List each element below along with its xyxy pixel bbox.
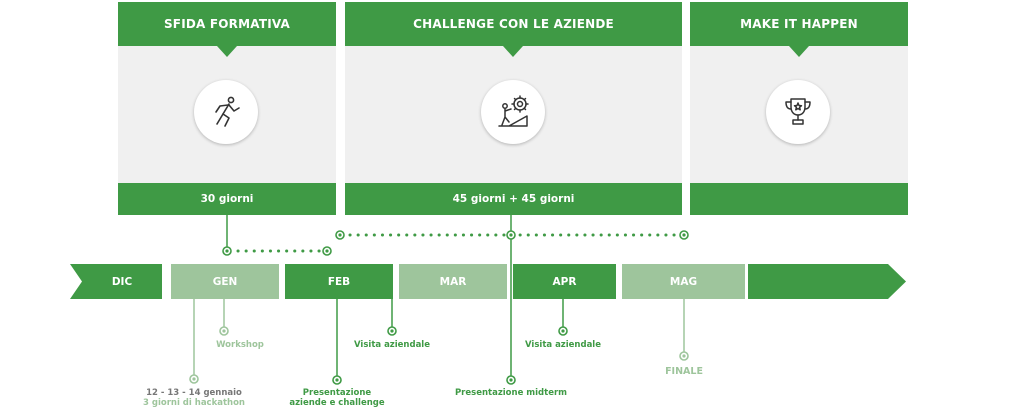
connector-node-center <box>325 249 329 253</box>
event-hackathon-dates: 12 - 13 - 14 gennaio <box>146 388 242 398</box>
event-hackathon-desc: 3 giorni di hackathon <box>142 398 245 408</box>
connector-node-center <box>338 233 342 237</box>
month-bar-dic <box>70 264 162 299</box>
connector-node-center <box>682 233 686 237</box>
month-mar: MAR <box>399 264 507 299</box>
event-node-center <box>222 329 226 333</box>
month-mag: MAG <box>622 264 745 299</box>
event-node-center <box>192 377 196 381</box>
connector-node-center <box>225 249 229 253</box>
month-gen: GEN <box>171 264 279 299</box>
card-duration: 45 giorni + 45 giorni <box>345 183 682 215</box>
card-duration: 30 giorni <box>118 183 336 215</box>
card-footer <box>690 183 908 215</box>
month-feb: FEB <box>285 264 393 299</box>
event-midterm: Presentazione midterm <box>454 388 568 398</box>
event-node-center <box>561 329 565 333</box>
event-presentazione-line2: aziende e challenge <box>289 398 385 408</box>
card-title: CHALLENGE CON LE AZIENDE <box>345 2 682 46</box>
event-visita-feb: Visita aziendale <box>354 340 430 350</box>
month-apr: APR <box>513 264 616 299</box>
climbing-gear-icon <box>481 80 545 144</box>
card-notch <box>789 46 809 57</box>
event-node-center <box>682 354 686 358</box>
event-node-center <box>390 329 394 333</box>
month-dic: DIC <box>111 275 133 288</box>
card-notch <box>217 46 237 57</box>
event-workshop: Workshop <box>216 340 264 350</box>
event-presentazione-line1: Presentazione <box>302 388 372 398</box>
trophy-icon <box>766 80 830 144</box>
timeline-arrow-head <box>748 264 906 299</box>
event-node-center <box>509 378 513 382</box>
card-title: MAKE IT HAPPEN <box>690 2 908 46</box>
running-person-icon <box>194 80 258 144</box>
event-visita-apr: Visita aziendale <box>525 340 601 350</box>
event-finale: FINALE <box>665 366 703 377</box>
connector-node-center <box>509 233 513 237</box>
card-title: SFIDA FORMATIVA <box>118 2 336 46</box>
card-notch <box>503 46 523 57</box>
event-node-center <box>335 378 339 382</box>
